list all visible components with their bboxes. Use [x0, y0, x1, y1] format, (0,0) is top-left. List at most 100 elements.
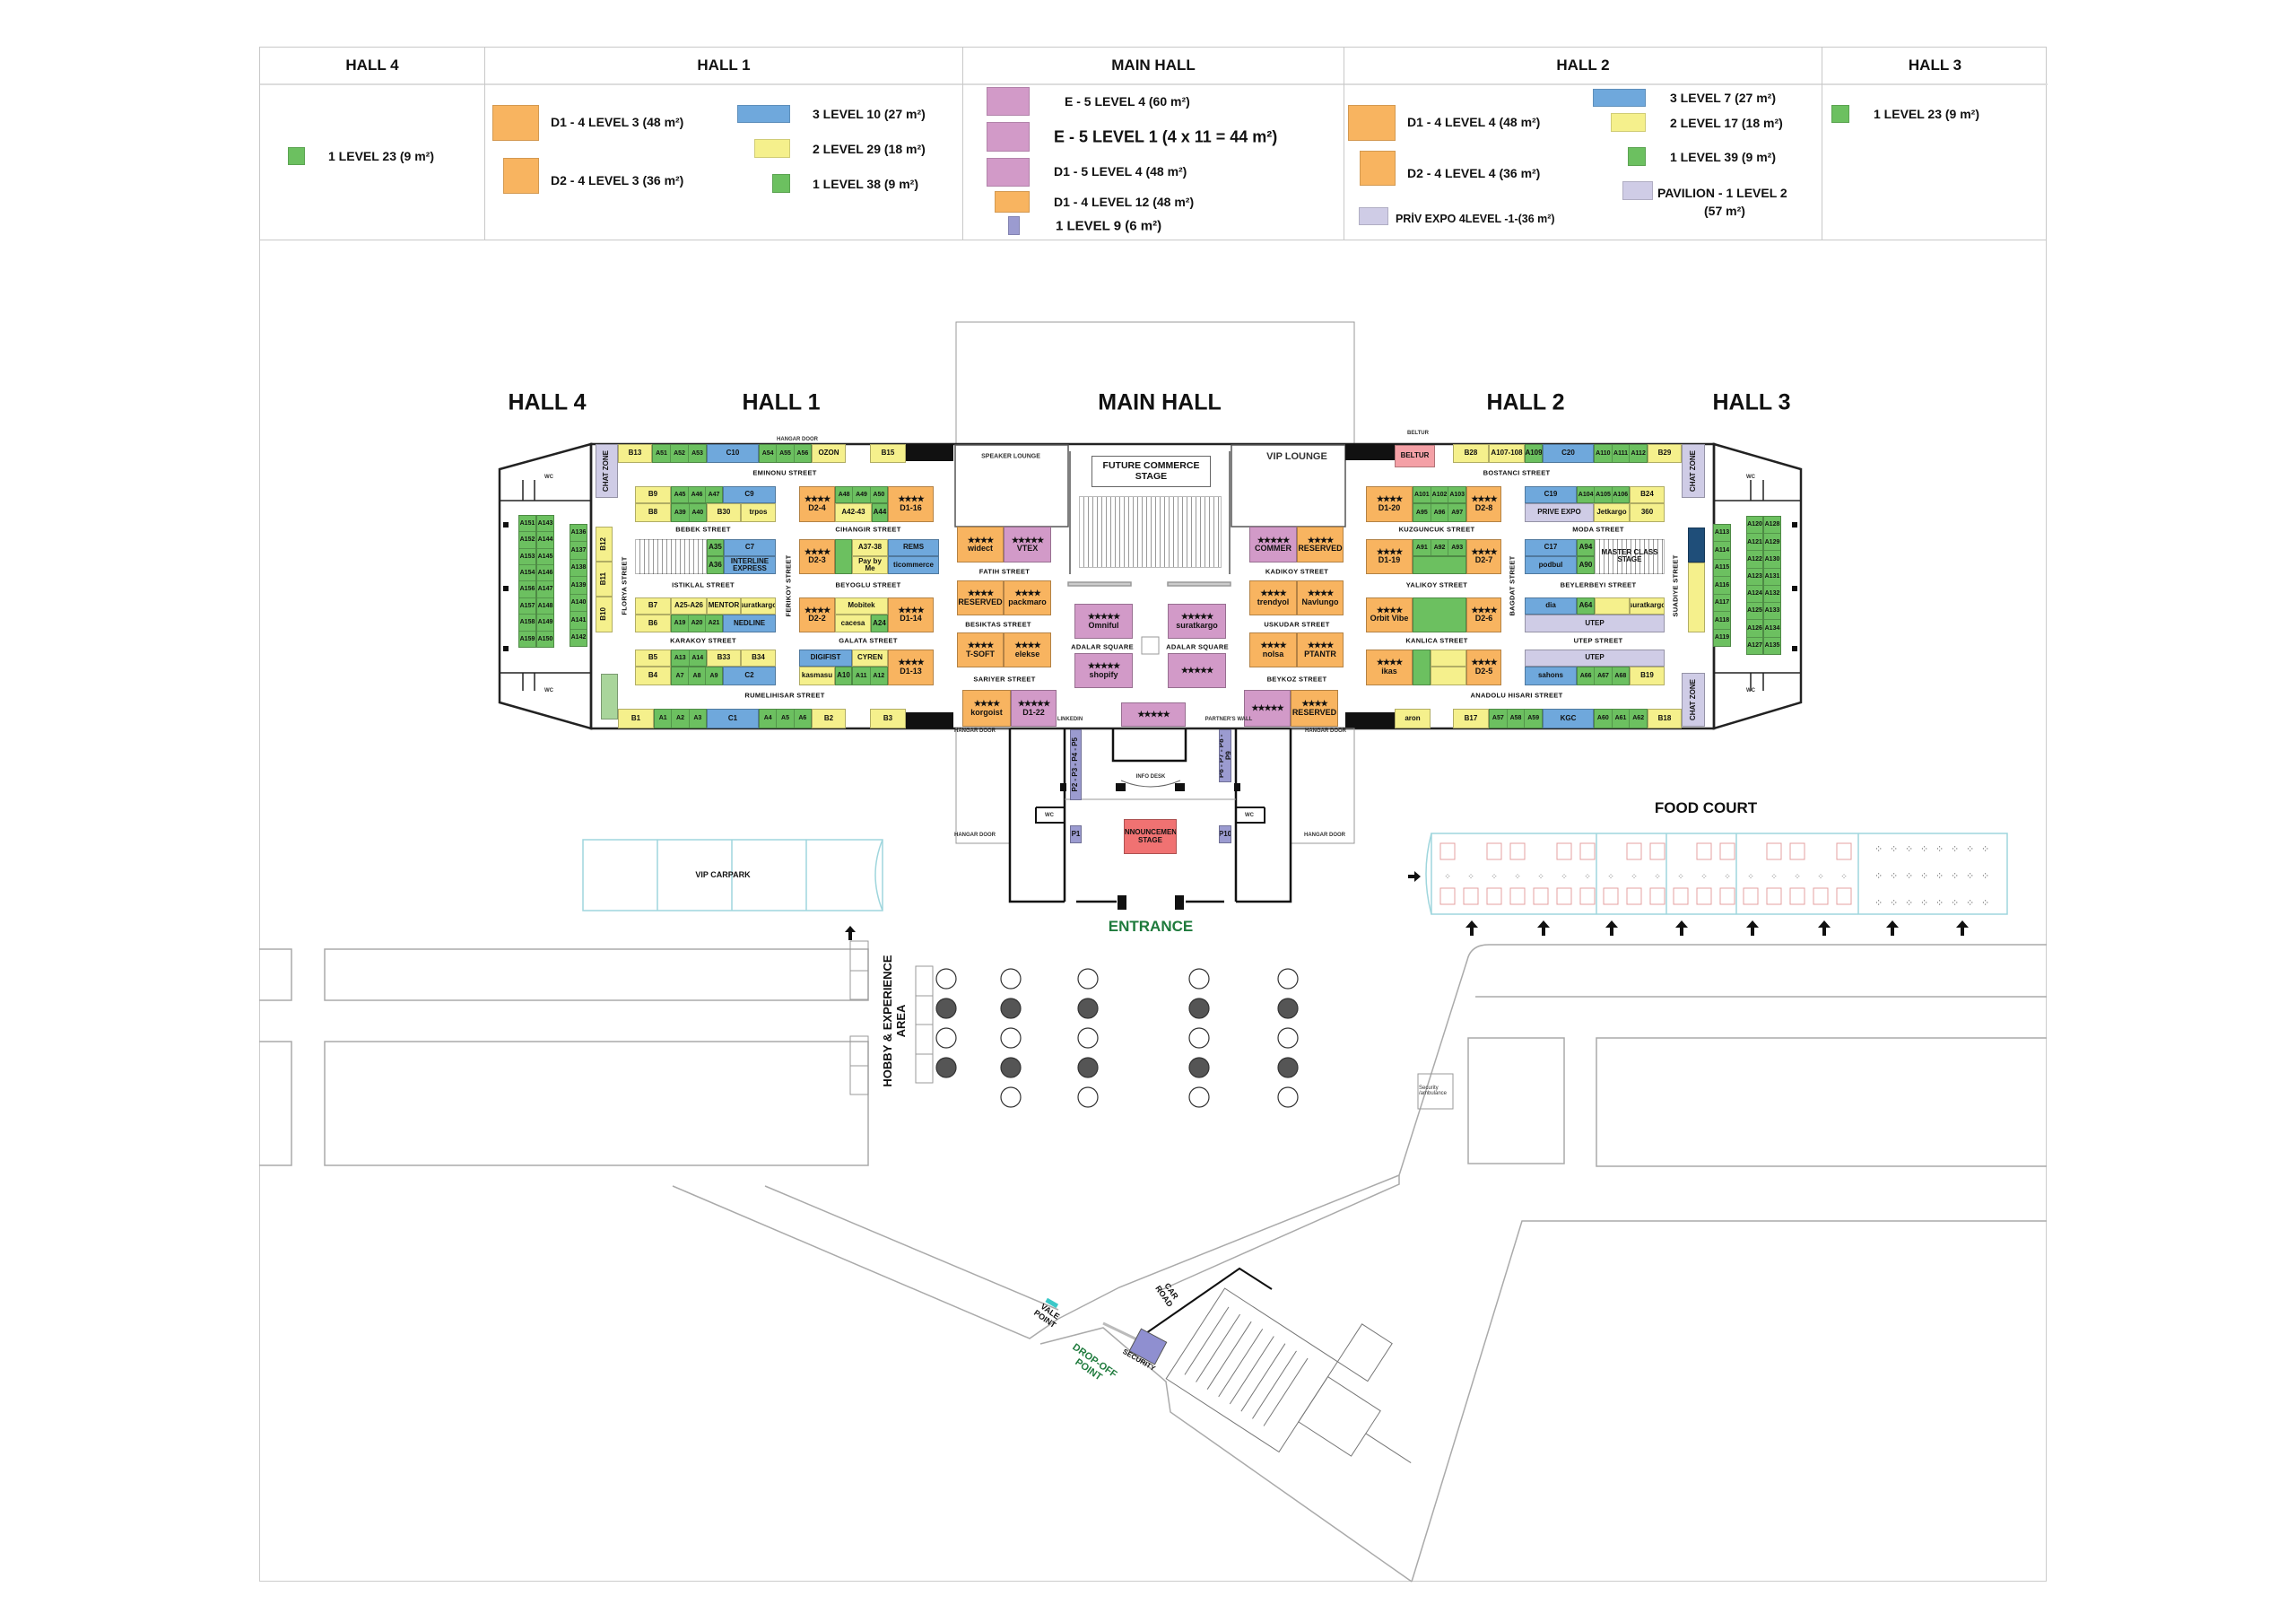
legend-label: D1 - 5 LEVEL 4 (48 m²): [1054, 164, 1187, 179]
booth-label: B33: [717, 653, 731, 662]
booth: C2: [723, 667, 776, 685]
tree-icon: [1077, 1057, 1099, 1078]
food-stall: [1813, 887, 1829, 905]
food-court-outline: [1425, 833, 2008, 915]
booth-label: C19: [1544, 490, 1558, 499]
booth-cell: A20: [688, 615, 705, 632]
legend-label: 1 LEVEL 9 (6 m²): [1056, 218, 1162, 234]
booth-cell: A157: [519, 597, 535, 614]
tree-icon: [1000, 998, 1022, 1019]
food-stall: [1766, 842, 1782, 860]
arrow-up-icon: [1675, 920, 1688, 936]
booth-label: B8: [648, 508, 658, 517]
booth-cell: A120: [1747, 521, 1762, 528]
booth-cell: A118: [1714, 611, 1730, 629]
booth-label: aron: [1405, 713, 1421, 722]
security-booth: [1128, 1328, 1168, 1365]
food-stall: [1509, 887, 1526, 905]
legend-header: HALL 3: [1822, 48, 2048, 85]
legend-column-hall4: HALL 4: [260, 48, 485, 240]
booth-label: CHAT ZONE: [1688, 449, 1697, 493]
booth-label: B5: [648, 653, 658, 662]
booth-cell: A124: [1747, 584, 1762, 602]
tree-icon: [1000, 968, 1022, 990]
booth: ★★★★elekse: [1004, 632, 1051, 667]
legend-column-hall2: HALL 2: [1344, 48, 1822, 240]
booth-label: DIGIFIST: [810, 653, 841, 662]
rating-stars-icon: ★★★★★: [1017, 699, 1050, 709]
map-label: WC: [1045, 813, 1054, 818]
booth: A109: [1525, 444, 1543, 463]
booth-label: 360: [1640, 508, 1654, 517]
booth-cell: A145: [537, 547, 553, 564]
booth: [1413, 649, 1431, 685]
map-label: WC: [1746, 688, 1755, 693]
booth-cell: A104: [1578, 491, 1594, 498]
table-icon: ⁘: [1467, 872, 1474, 881]
food-stall: [1719, 887, 1735, 905]
legend-swatch: [987, 122, 1030, 152]
street-label: SUADIYE STREET: [1671, 554, 1680, 617]
booth-label: BELTUR: [1400, 451, 1430, 460]
booth-label: C7: [744, 543, 755, 552]
street-label: USKUDAR STREET: [1264, 620, 1330, 629]
booth-label: podbul: [1538, 560, 1563, 569]
tree-icon: [1188, 1057, 1210, 1078]
booth-label: VTEX: [1016, 544, 1039, 553]
booth-cell: A61: [1611, 709, 1630, 728]
food-stall: [1439, 887, 1456, 905]
map-label: WC: [544, 688, 553, 693]
booth-cell: A121: [1747, 533, 1762, 550]
food-stall: [1673, 887, 1689, 905]
booth: B13: [618, 444, 652, 463]
hall-title-hall3: HALL 3: [1712, 389, 1791, 415]
booth-cell: A144: [537, 531, 553, 547]
booth: ★★★★D1-20: [1366, 485, 1413, 522]
booth: B28: [1453, 444, 1489, 463]
booth-cell: A8: [688, 667, 705, 685]
map-label: PARTNER'S WALL: [1205, 717, 1253, 722]
booth-label: B19: [1640, 671, 1654, 680]
booth: C17: [1525, 539, 1577, 557]
booth: [601, 674, 618, 720]
rating-stars-icon: ★★★★: [1260, 589, 1286, 598]
booth-label: COMMER: [1255, 544, 1292, 553]
tree-icon: [1188, 998, 1210, 1019]
booth-label: A44: [873, 508, 887, 517]
booth-label: MASTER CLASS STAGE: [1601, 547, 1658, 564]
booth-cell: A119: [1714, 628, 1730, 646]
street-label: RUMELIHISAR STREET: [744, 691, 825, 700]
table-icon: ⁘: [1700, 872, 1708, 881]
booth-cell: A123: [1747, 567, 1762, 585]
booth-label: B11: [599, 572, 608, 586]
booth-cell: A130: [1764, 550, 1780, 567]
booth-cell: A152: [519, 531, 535, 547]
booth-label: sahons: [1537, 671, 1563, 680]
tree-icon: [1000, 1086, 1022, 1108]
tree-icon: [935, 998, 957, 1019]
rating-stars-icon: ★★★★: [1376, 605, 1403, 615]
booth-label: B9: [648, 490, 658, 499]
booth-label: suratkargo: [1176, 620, 1218, 630]
booth: B30: [707, 503, 741, 522]
hall-title-hall1: HALL 1: [742, 389, 821, 415]
booth-label: A35: [709, 543, 722, 552]
booth: ANNOUNCEMENT STAGE: [1124, 819, 1177, 854]
booth: [635, 539, 707, 574]
booth: PRIVE EXPO: [1525, 503, 1594, 522]
booth: [1413, 597, 1466, 632]
tree-icon: [1188, 968, 1210, 990]
booth: ★★★★★suratkargo: [1168, 604, 1226, 639]
food-stall: [1579, 842, 1596, 860]
booth: DIGIFIST: [799, 649, 852, 667]
booth-cell: A68: [1611, 667, 1629, 685]
arrow-up-icon: [1465, 920, 1478, 936]
booth-label: dia: [1545, 601, 1556, 610]
food-stall: [1789, 887, 1805, 905]
booth: A42-43: [835, 503, 872, 522]
